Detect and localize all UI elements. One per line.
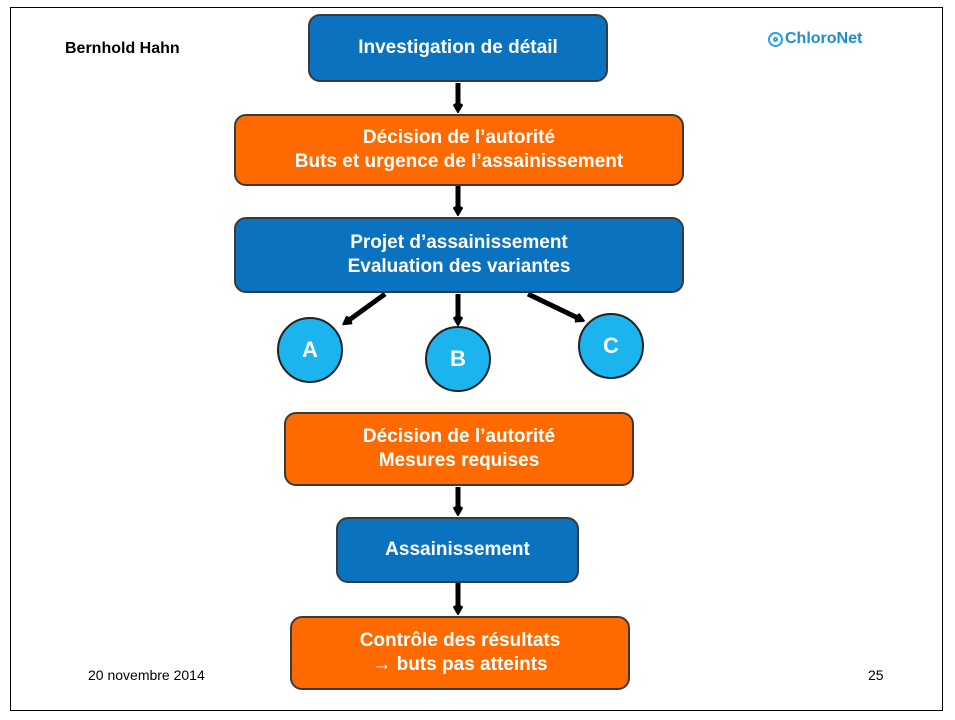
- step-label: Projet d’assainissement: [350, 232, 568, 253]
- arrow-step3-variant-c: [526, 291, 582, 320]
- step-decision-mesures: Décision de l’autorité Mesures requises: [284, 412, 634, 486]
- chloronet-logo: ChloroNet: [768, 30, 862, 48]
- logo-text: ChloroNet: [785, 30, 863, 47]
- step-investigation-detail: Investigation de détail: [308, 14, 608, 82]
- step-projet-assainissement: Projet d’assainissement Evaluation des v…: [234, 217, 684, 293]
- footer-date: 20 novembre 2014: [88, 667, 205, 683]
- step-label: Décision de l’autorité: [362, 127, 556, 148]
- step-label: Contrôle des résultats: [359, 630, 561, 651]
- step-label: → buts pas atteints: [372, 654, 548, 675]
- variant-c: C: [578, 313, 644, 379]
- step-label: Décision de l’autorité: [362, 426, 556, 447]
- variant-a: A: [277, 317, 343, 383]
- variant-b: B: [425, 326, 491, 392]
- chloronet-logo-icon: [768, 31, 783, 47]
- step-decision-buts-urgence: Décision de l’autorité Buts et urgence d…: [234, 114, 684, 186]
- step-assainissement: Assainissement: [336, 517, 579, 583]
- step-controle-resultats: Contrôle des résultats → buts pas attein…: [290, 616, 630, 690]
- step-label: Investigation de détail: [358, 37, 558, 58]
- step-label: Evaluation des variantes: [347, 256, 571, 277]
- author-name: Bernhold Hahn: [65, 40, 180, 57]
- arrow-step3-variant-a: [345, 291, 387, 323]
- page-number: 25: [868, 667, 884, 683]
- step-label: Assainissement: [385, 539, 530, 560]
- step-label: Buts et urgence de l’assainissement: [294, 151, 624, 172]
- step-label: Mesures requises: [378, 450, 540, 471]
